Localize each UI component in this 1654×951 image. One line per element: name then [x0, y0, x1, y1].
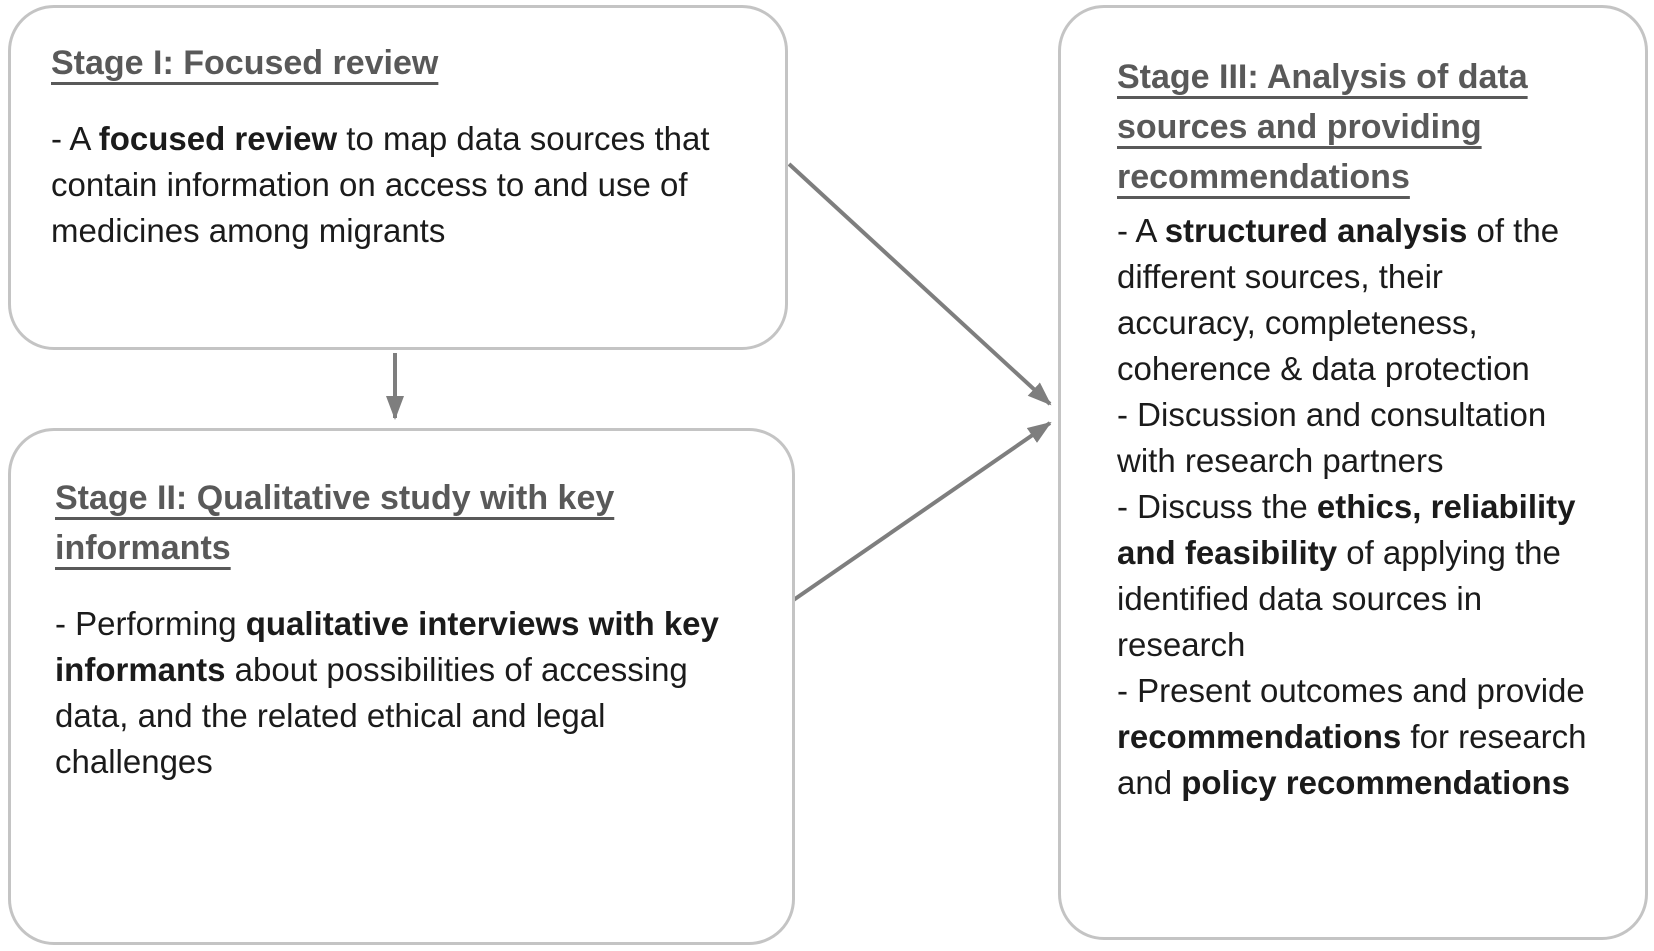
text-line: recommendations [1117, 158, 1410, 196]
stage3-title: Stage III: Analysis of data sources and p… [1117, 52, 1619, 202]
text-line: coherence & data protection [1117, 350, 1530, 387]
stage3-box: Stage III: Analysis of data sources and p… [1058, 5, 1648, 940]
stage1-body: - A focused review to map data sources t… [51, 116, 747, 254]
text-line: recommendations for research [1117, 718, 1587, 755]
text-line: accuracy, completeness, [1117, 304, 1478, 341]
text-line: - Discussion and consultation [1117, 396, 1547, 433]
text-line: Stage III: Analysis of data [1117, 58, 1528, 96]
text-line: Stage II: Qualitative study with key [55, 479, 615, 517]
text-line: challenges [55, 743, 213, 780]
text-line: informants about possibilities of access… [55, 651, 688, 688]
text-line: - A structured analysis of the [1117, 212, 1560, 249]
stage2-box: Stage II: Qualitative study with key info… [8, 428, 795, 945]
text-line: Stage I: Focused review [51, 44, 439, 82]
text-line: different sources, their [1117, 258, 1443, 295]
text-line: sources and providing [1117, 108, 1482, 146]
text-line: - Present outcomes and provide [1117, 672, 1585, 709]
text-line: identified data sources in [1117, 580, 1483, 617]
text-line: informants [55, 529, 231, 567]
text-line: - A focused review to map data sources t… [51, 120, 710, 157]
stage1-box: Stage I: Focused review - A focused revi… [8, 5, 788, 350]
text-line: contain information on access to and use… [51, 166, 688, 203]
text-line: research [1117, 626, 1246, 663]
text-line: medicines among migrants [51, 212, 446, 249]
text-line: and policy recommendations [1117, 764, 1570, 801]
text-line: with research partners [1117, 442, 1444, 479]
arrow-stage1-to-stage3-icon [787, 162, 1052, 406]
text-line: and feasibility of applying the [1117, 534, 1561, 571]
stage2-body: - Performing qualitative interviews with… [55, 601, 754, 785]
stage3-body: - A structured analysis of the different … [1117, 208, 1619, 806]
text-line: - Discuss the ethics, reliability [1117, 488, 1576, 525]
text-line: data, and the related ethical and legal [55, 697, 606, 734]
stage2-title: Stage II: Qualitative study with key info… [55, 473, 754, 573]
text-line: - Performing qualitative interviews with… [55, 605, 719, 642]
stage1-title: Stage I: Focused review [51, 38, 747, 88]
arrow-stage2-to-stage3-icon [790, 421, 1052, 603]
